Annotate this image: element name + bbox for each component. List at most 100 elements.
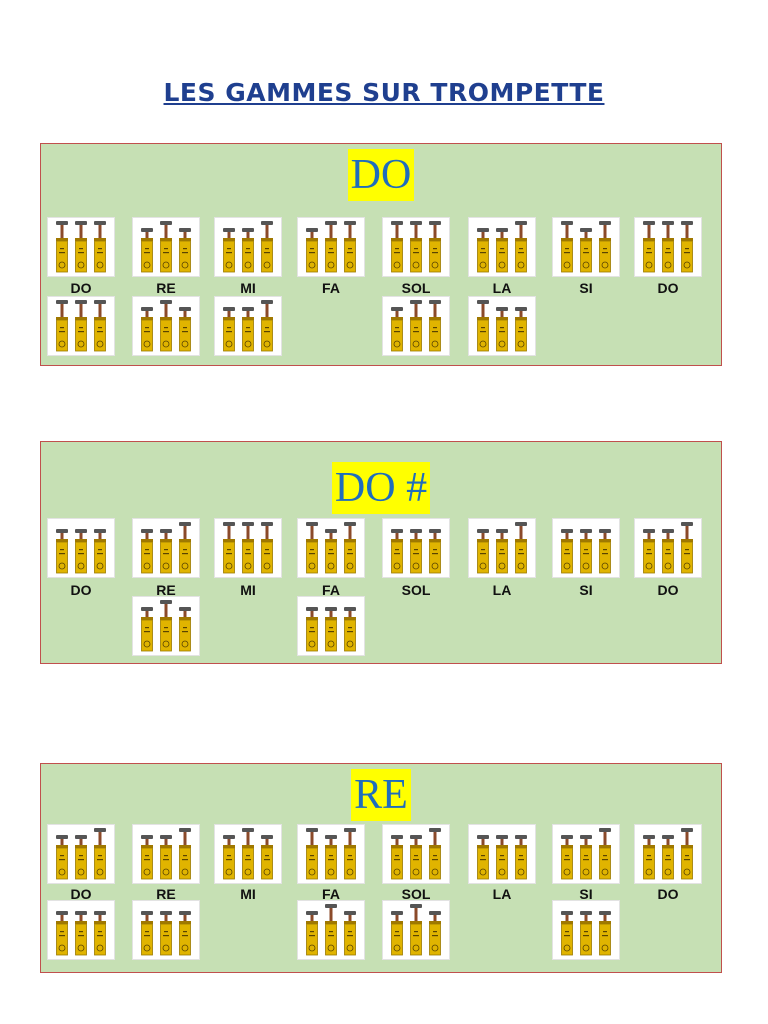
valve-diagram xyxy=(141,828,191,880)
alternate-fingering-chart xyxy=(132,596,200,656)
valve-piston-3-open xyxy=(179,828,191,880)
fingering-chart xyxy=(297,518,365,578)
fingering-chart xyxy=(634,518,702,578)
fingering-chart xyxy=(132,217,200,277)
fingering-chart xyxy=(47,217,115,277)
valve-piston-3-open xyxy=(261,221,273,273)
valve-piston-1-pressed xyxy=(141,911,153,956)
alternate-fingering-chart xyxy=(132,900,200,960)
note-label: FA xyxy=(322,280,340,296)
valve-piston-3-open xyxy=(94,221,106,273)
valve-diagram xyxy=(391,300,441,352)
valve-piston-3-pressed xyxy=(94,911,106,956)
valve-piston-1-pressed xyxy=(223,307,235,352)
valve-piston-1-pressed xyxy=(561,835,573,880)
note-label: MI xyxy=(240,280,256,296)
fingering-chart xyxy=(468,217,536,277)
fingering-chart xyxy=(214,518,282,578)
key-title-text: DO xyxy=(347,149,415,201)
note-label: FA xyxy=(322,886,340,902)
alternate-fingering-chart xyxy=(468,296,536,356)
valve-piston-2-pressed xyxy=(75,835,87,880)
valve-piston-3-pressed xyxy=(179,307,191,352)
valve-piston-1-pressed xyxy=(391,911,403,956)
note-label: LA xyxy=(492,280,512,296)
valve-piston-2-pressed xyxy=(496,529,508,574)
note-label: SI xyxy=(579,280,593,296)
primary-fingering-row xyxy=(41,518,721,580)
valve-piston-3-pressed xyxy=(429,529,441,574)
valve-diagram xyxy=(141,600,191,652)
key-title: DO # xyxy=(41,462,721,514)
valve-piston-2-pressed xyxy=(580,835,592,880)
valve-diagram xyxy=(391,828,441,880)
valve-piston-1-pressed xyxy=(477,228,489,273)
valve-diagram xyxy=(306,221,356,273)
valve-piston-2-pressed xyxy=(496,835,508,880)
fingering-chart xyxy=(297,217,365,277)
valve-piston-1-pressed xyxy=(141,307,153,352)
note-label: SI xyxy=(579,886,593,902)
valve-diagram xyxy=(141,522,191,574)
fingering-chart xyxy=(552,824,620,884)
fingering-chart xyxy=(214,824,282,884)
note-label: DO xyxy=(70,582,92,598)
valve-piston-2-open xyxy=(410,221,422,273)
valve-piston-3-open xyxy=(599,221,611,273)
valve-piston-3-open xyxy=(515,221,527,273)
valve-diagram xyxy=(391,904,441,956)
valve-piston-2-open xyxy=(325,904,337,956)
alternate-fingering-chart xyxy=(297,596,365,656)
alternate-fingering-chart xyxy=(382,296,450,356)
valve-piston-2-open xyxy=(160,300,172,352)
valve-diagram xyxy=(56,911,106,956)
valve-piston-2-open xyxy=(662,221,674,273)
valve-piston-3-open xyxy=(429,828,441,880)
valve-piston-2-pressed xyxy=(325,607,337,652)
valve-piston-2-open xyxy=(410,904,422,956)
note-label: LA xyxy=(492,886,512,902)
note-label: DO xyxy=(70,280,92,296)
valve-diagram xyxy=(141,300,191,352)
alternate-fingering-chart xyxy=(47,900,115,960)
valve-piston-1-pressed xyxy=(391,529,403,574)
valve-diagram xyxy=(643,522,693,574)
valve-piston-2-pressed xyxy=(580,529,592,574)
fingering-chart xyxy=(552,217,620,277)
valve-diagram xyxy=(477,300,527,352)
fingering-chart xyxy=(47,518,115,578)
valve-diagram xyxy=(306,828,356,880)
valve-diagram xyxy=(643,828,693,880)
valve-piston-1-open xyxy=(223,522,235,574)
fingering-chart xyxy=(634,824,702,884)
note-label: DO xyxy=(657,886,679,902)
valve-piston-1-pressed xyxy=(141,529,153,574)
valve-piston-2-pressed xyxy=(410,835,422,880)
alternate-fingering-chart xyxy=(132,296,200,356)
key-title-text: RE xyxy=(351,769,411,821)
valve-piston-1-pressed xyxy=(561,911,573,956)
valve-diagram xyxy=(56,828,106,880)
alternate-fingering-row xyxy=(41,596,721,658)
note-label: RE xyxy=(156,886,176,902)
valve-diagram xyxy=(477,835,527,880)
alternate-fingering-row xyxy=(41,900,721,962)
valve-diagram xyxy=(306,904,356,956)
fingering-chart xyxy=(552,518,620,578)
valve-piston-1-pressed xyxy=(477,529,489,574)
valve-piston-1-open xyxy=(643,221,655,273)
valve-piston-1-pressed xyxy=(643,529,655,574)
valve-piston-1-pressed xyxy=(223,228,235,273)
alternate-fingering-chart xyxy=(552,900,620,960)
valve-piston-1-pressed xyxy=(56,529,68,574)
valve-piston-2-open xyxy=(242,522,254,574)
valve-piston-1-open xyxy=(306,828,318,880)
fingering-chart xyxy=(297,824,365,884)
valve-piston-3-open xyxy=(261,522,273,574)
valve-piston-3-open xyxy=(515,522,527,574)
valve-diagram xyxy=(141,221,191,273)
valve-piston-2-pressed xyxy=(160,911,172,956)
valve-diagram xyxy=(643,221,693,273)
